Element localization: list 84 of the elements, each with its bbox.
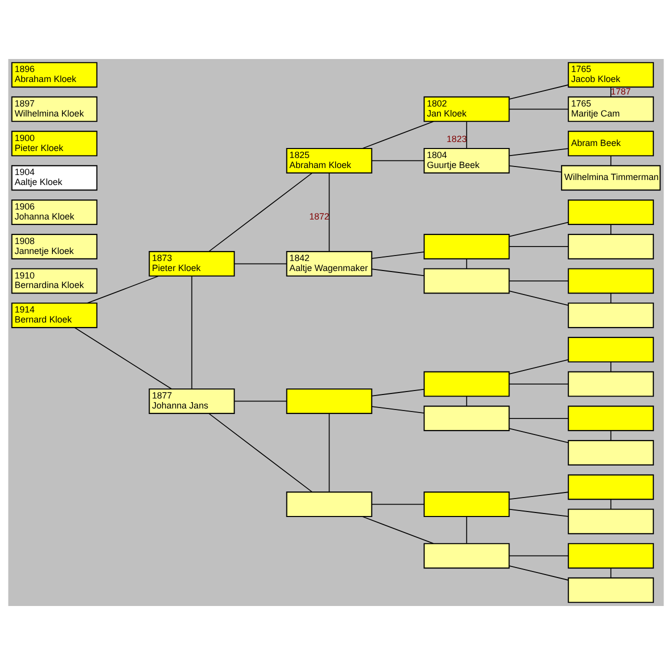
connector xyxy=(371,406,425,414)
connector xyxy=(509,108,569,110)
node-box: 1897 Wilhelmina Kloek xyxy=(11,96,98,122)
connector xyxy=(466,258,468,270)
connector xyxy=(74,327,172,390)
connector xyxy=(610,568,612,578)
connector xyxy=(371,504,425,505)
node-box xyxy=(286,388,372,414)
connector xyxy=(509,492,569,500)
connector xyxy=(509,84,569,100)
connector xyxy=(509,148,569,156)
connector xyxy=(509,222,569,237)
connector xyxy=(509,428,569,444)
connector xyxy=(509,280,569,282)
node-box: 1914 Bernard Kloek xyxy=(11,302,98,328)
node-box xyxy=(424,543,510,569)
connector xyxy=(610,155,612,166)
node-box: Wilhelmina Timmerman xyxy=(561,165,661,191)
connector xyxy=(466,516,468,544)
node-box xyxy=(424,268,510,294)
connector xyxy=(610,86,612,98)
node-box: 1906 Johanna Kloek xyxy=(11,200,98,225)
connector xyxy=(371,160,425,162)
connector xyxy=(466,121,468,149)
connector xyxy=(610,362,612,372)
node-box xyxy=(568,234,654,260)
node-box xyxy=(568,302,654,328)
connector xyxy=(610,292,612,304)
connector xyxy=(610,224,612,235)
connector xyxy=(509,246,569,248)
node-box xyxy=(568,508,654,534)
node-box xyxy=(568,440,654,466)
node-box: 1904 Aaltje Kloek xyxy=(11,165,98,191)
node-box xyxy=(568,474,654,500)
connector xyxy=(86,276,160,304)
node-box: 1896 Abraham Kloek xyxy=(11,62,98,88)
connector xyxy=(371,268,425,276)
connector xyxy=(208,412,313,493)
node-box xyxy=(568,406,654,432)
connector xyxy=(191,276,192,390)
node-box xyxy=(568,371,654,397)
node-box: 1873 Pieter Kloek xyxy=(148,251,235,277)
node-box: 1900 Pieter Kloek xyxy=(11,130,98,156)
node-box xyxy=(568,336,654,362)
connector xyxy=(362,120,434,149)
connector xyxy=(509,290,569,306)
node-box xyxy=(568,543,654,569)
connector xyxy=(509,165,562,172)
connector xyxy=(371,388,425,396)
connector xyxy=(234,400,288,402)
node-box: 1802 Jan Kloek xyxy=(424,96,510,122)
connector xyxy=(466,396,468,406)
connector xyxy=(509,566,569,581)
node-box: Abram Beek xyxy=(568,130,654,156)
edge-label: 1872 xyxy=(309,211,330,222)
connector xyxy=(509,359,569,374)
node-box: 1765 Jacob Kloek xyxy=(568,62,654,88)
node-box xyxy=(424,492,510,518)
connector xyxy=(371,251,425,259)
node-box: 1765 Maritje Cam xyxy=(568,96,654,122)
connector xyxy=(328,172,330,252)
node-box xyxy=(424,234,510,260)
connector xyxy=(509,508,569,517)
node-box: 1825 Abraham Kloek xyxy=(286,148,372,174)
node-box xyxy=(286,492,372,518)
node-box: 1910 Bernardina Kloek xyxy=(11,268,98,294)
connector xyxy=(509,418,569,419)
node-box: 1842 Aaltje Wagenmaker xyxy=(286,251,372,277)
node-box xyxy=(424,371,510,397)
connector xyxy=(328,413,330,492)
node-box xyxy=(424,406,510,432)
connector xyxy=(362,516,434,544)
edge-label: 1787 xyxy=(610,86,631,96)
node-box xyxy=(568,577,654,603)
connector xyxy=(610,499,612,510)
connector xyxy=(509,555,569,556)
connector xyxy=(208,172,313,252)
connector xyxy=(610,430,612,441)
node-box xyxy=(568,200,654,225)
node-box xyxy=(568,268,654,294)
node-box: 1908 Jannetje Kloek xyxy=(11,234,98,260)
node-box: 1877 Johanna Jans xyxy=(148,388,235,414)
node-box: 1804 Guurtje Beek xyxy=(424,148,510,174)
connector xyxy=(234,263,288,264)
